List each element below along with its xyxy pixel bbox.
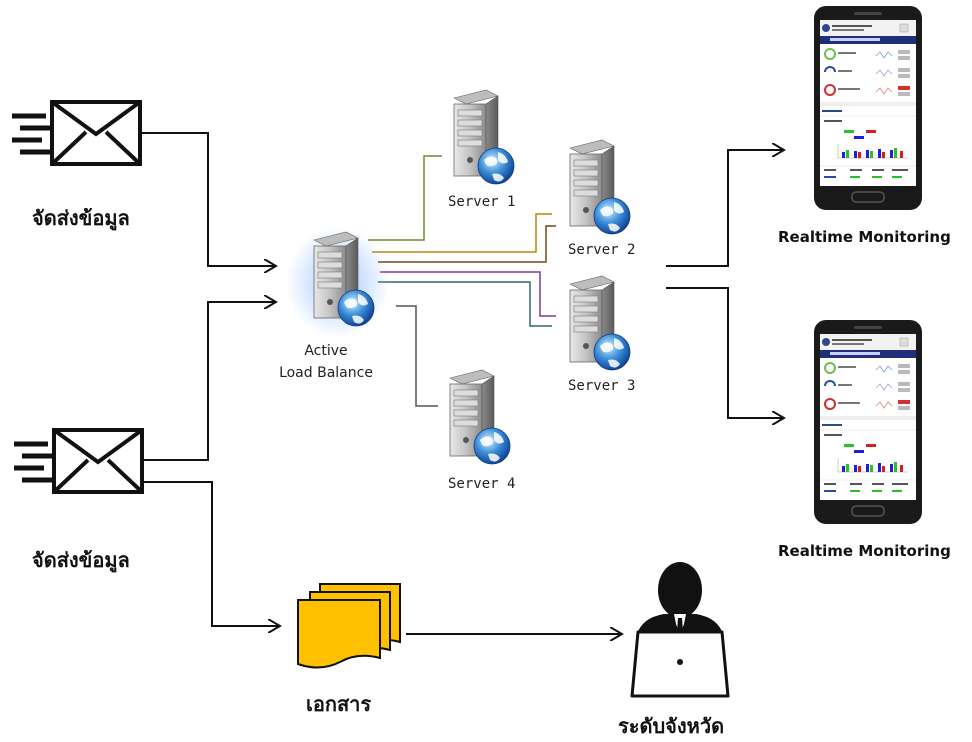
sender-label: จัดส่งข้อมูล xyxy=(32,206,130,230)
server-icon-3 xyxy=(569,275,631,371)
smartphone-icon xyxy=(813,319,923,525)
connector-sender2-to-document xyxy=(140,481,280,626)
envelope-icon xyxy=(12,102,140,164)
load-balancer-label: Active Load Balance xyxy=(256,340,396,384)
load-balancer-line1: Active xyxy=(304,343,348,359)
server-globe-icon xyxy=(286,226,390,338)
link-lb-server1 xyxy=(368,155,442,241)
server-icon-4 xyxy=(449,369,511,465)
server-label-1: Server 1 xyxy=(448,194,516,210)
load-balancer-line2: Load Balance xyxy=(279,365,373,381)
monitor-label: Realtime Monitoring xyxy=(778,542,951,560)
documents-icon xyxy=(297,583,401,669)
connector-servers-to-monitor2 xyxy=(666,287,784,418)
link-lb-server3a xyxy=(380,271,556,317)
link-lb-server2 xyxy=(372,213,552,253)
connector-sender2-to-lb xyxy=(140,302,276,461)
user-label: ระดับจังหวัด xyxy=(618,714,725,738)
connector-sender1-to-lb xyxy=(138,132,276,266)
link-lb-server2b xyxy=(378,225,556,263)
smartphone-icon xyxy=(813,5,923,211)
server-label-4: Server 4 xyxy=(448,476,516,492)
link-lb-server4 xyxy=(396,305,438,407)
user-laptop-icon xyxy=(630,562,730,698)
server-label-3: Server 3 xyxy=(568,378,636,394)
server-label-2: Server 2 xyxy=(568,242,636,258)
envelope-icon xyxy=(14,430,142,492)
link-lb-server3b xyxy=(378,281,552,327)
connector-servers-to-monitor1 xyxy=(666,150,784,267)
document-label: เอกสาร xyxy=(306,692,372,716)
monitor-label: Realtime Monitoring xyxy=(778,228,951,246)
sender-label: จัดส่งข้อมูล xyxy=(32,548,130,572)
server-icon-2 xyxy=(569,139,631,235)
server-icon-1 xyxy=(453,89,515,185)
